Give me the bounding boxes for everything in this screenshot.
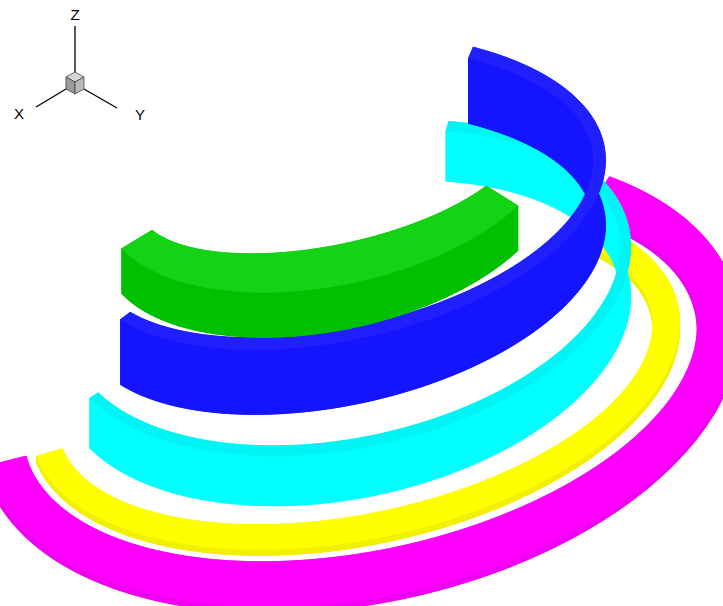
axis-line bbox=[36, 89, 66, 107]
axis-line bbox=[74, 26, 75, 73]
axis-name: X bbox=[14, 105, 24, 122]
axis-name: Y bbox=[135, 106, 145, 123]
coil-band bbox=[121, 47, 606, 414]
band-face bbox=[122, 186, 518, 292]
axis-name: Z bbox=[70, 6, 79, 23]
axis-label: Y bbox=[135, 107, 145, 122]
band-face bbox=[121, 47, 606, 349]
axis-cube bbox=[75, 77, 84, 94]
band-face bbox=[121, 47, 606, 414]
axis-label: X bbox=[14, 106, 24, 121]
axis-label: Z bbox=[70, 7, 79, 22]
axis-triad bbox=[36, 26, 117, 108]
coil-band bbox=[122, 186, 518, 337]
axis-cube bbox=[66, 77, 75, 94]
axis-line bbox=[84, 89, 117, 108]
coil-bands bbox=[0, 47, 723, 606]
